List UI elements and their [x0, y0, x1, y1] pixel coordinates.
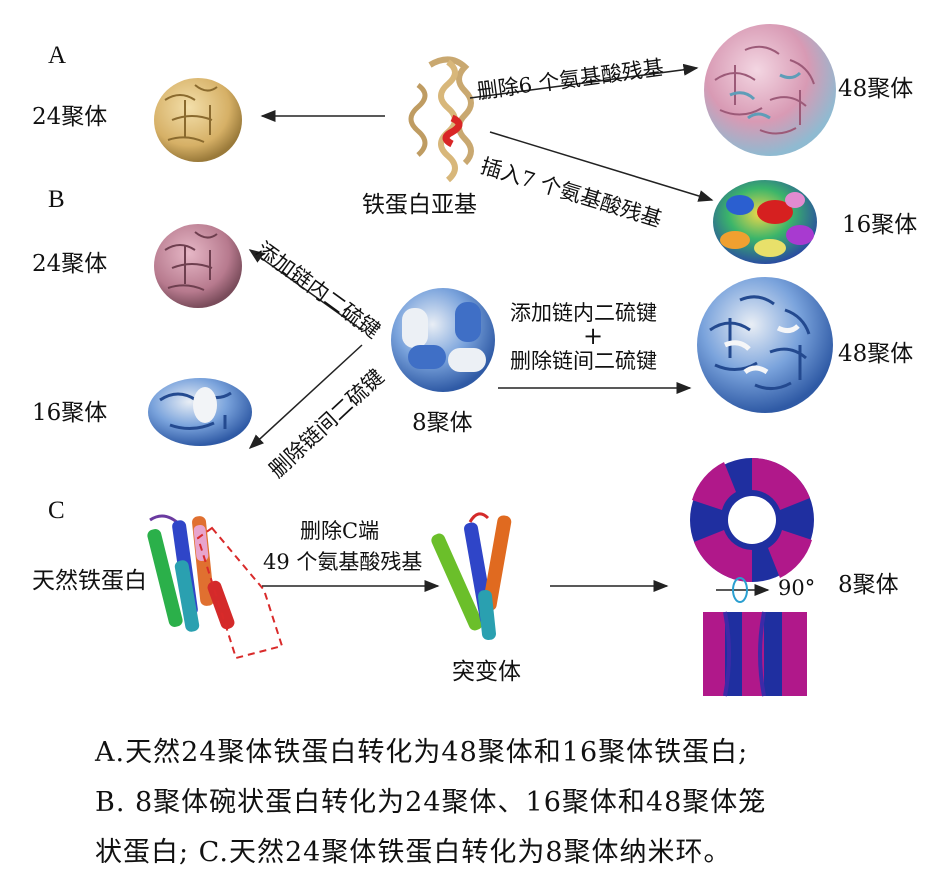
a-24mer-label: 24聚体: [32, 104, 108, 130]
b-right-arrow-plus: +: [583, 322, 604, 350]
caption-line-3: 状蛋白; C.天然24聚体铁蛋白转化为8聚体纳米环。: [95, 837, 732, 868]
b-48mer-blue: [697, 277, 833, 413]
b-16mer-blue: [148, 378, 252, 446]
section-a-label: A: [48, 42, 67, 69]
a-16mer-label: 16聚体: [842, 212, 918, 238]
c-mutant-label: 突变体: [452, 659, 521, 685]
b-up-arrow: [248, 249, 363, 331]
b-right-arrow-label-1: 添加链内二硫键: [510, 301, 657, 325]
c-arrow-label-1: 删除C端: [300, 519, 380, 543]
a-bottom-arrow: [489, 131, 714, 202]
c-8mer-nanoring-side: [703, 611, 807, 697]
c-8mer-nanoring-top: [690, 458, 814, 582]
a-48mer-pink-blue: [704, 24, 836, 156]
b-8mer-label: 8聚体: [412, 410, 473, 436]
b-24mer-label: 24聚体: [32, 251, 108, 277]
a-top-arrow: [469, 63, 699, 99]
b-down-arrow: [248, 344, 363, 450]
caption-line-2: B. 8聚体碗状蛋白转化为24聚体、16聚体和48聚体笼: [95, 787, 767, 818]
a-subunit-label: 铁蛋白亚基: [362, 192, 477, 218]
c-rotation-angle: 90°: [778, 576, 816, 600]
c-native-ferritin-helices: [147, 514, 284, 660]
c-mutant-helices: [431, 512, 512, 641]
c-8mer-label: 8聚体: [838, 572, 899, 598]
a-24mer-tan: [154, 78, 242, 162]
b-right-arrow-label-2: 删除链间二硫键: [510, 349, 657, 373]
rotation-icon: [716, 577, 770, 603]
section-b-label: B: [48, 186, 65, 213]
b-8mer-bowl: [391, 288, 495, 392]
ferritin-subunit-ribbon: [408, 56, 474, 183]
b-24mer-pink: [154, 224, 242, 308]
a-16mer-multicolor: [713, 180, 817, 264]
c-native-label: 天然铁蛋白: [32, 568, 147, 594]
c-arrow-label-2: 49 个氨基酸残基: [263, 550, 423, 574]
b-48mer-label: 48聚体: [838, 341, 914, 367]
b-16mer-label: 16聚体: [32, 400, 108, 426]
section-c-label: C: [48, 497, 65, 524]
a-48mer-label: 48聚体: [838, 76, 914, 102]
caption-line-1: A.天然24聚体铁蛋白转化为48聚体和16聚体铁蛋白;: [95, 737, 749, 768]
